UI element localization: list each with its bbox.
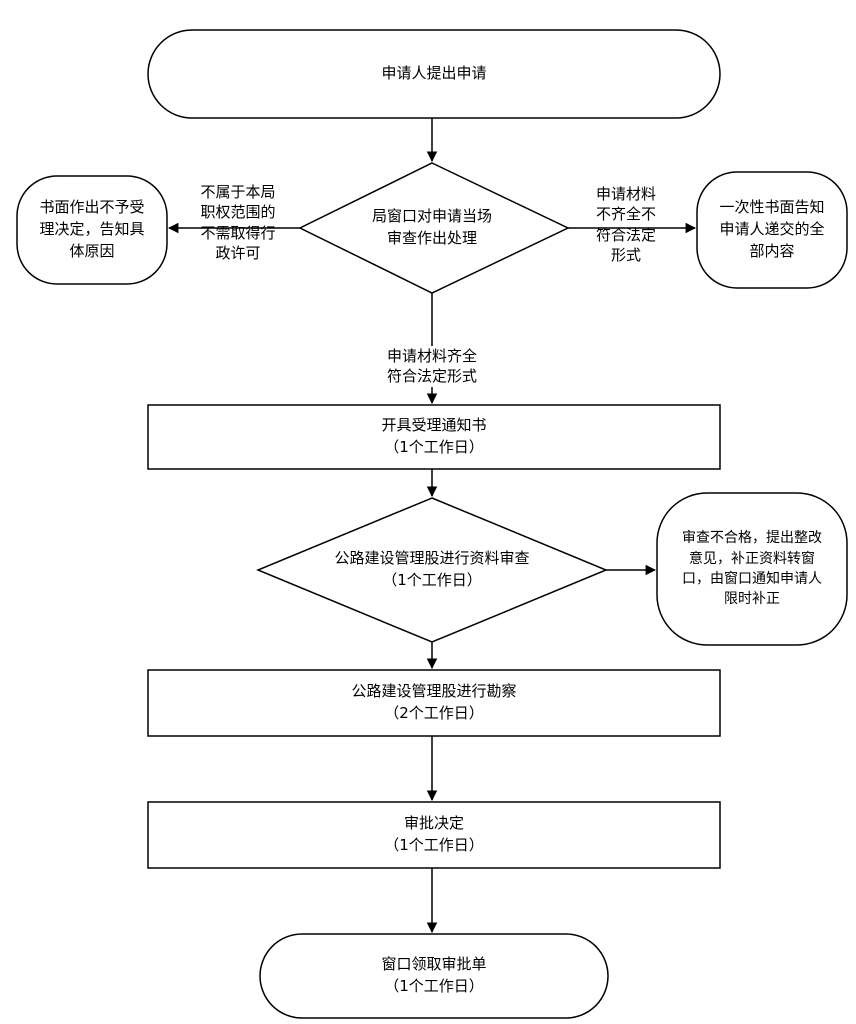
notify-line-3: 部内容 [749,241,795,260]
collect-line-2: （1个工作日） [384,977,484,995]
review-node-text: 局窗口对申请当场 审查作出处理 [330,195,534,261]
not-in-scope-line-3: 不需取得行 [200,223,276,242]
edge-label-not-in-scope: 不属于本局 职权范围的 不需取得行 政许可 [182,182,294,263]
notify-line-2: 申请人递交的全 [719,220,825,239]
survey-node-text: 公路建设管理股进行勘察 （2个工作日） [148,670,720,736]
complete-line-1: 申请材料齐全 [386,347,477,365]
reject-line-1: 书面作出不予受 [39,198,145,217]
incomplete-line-1: 申请材料 [595,185,656,203]
material-review-line-1: 公路建设管理股进行资料审查 [334,549,530,568]
survey-process-shape [147,669,721,737]
correction-terminal-shape [656,492,848,646]
accept-node-text: 开具受理通知书 （1个工作日） [148,405,720,469]
edge-label-incomplete: 申请材料 不齐全不 符合法定 形式 [580,184,672,265]
complete-line-2: 符合法定形式 [386,367,477,386]
notify-terminal-shape [696,171,848,289]
reject-line-3: 体原因 [69,241,115,260]
reject-terminal-shape [16,175,168,285]
not-in-scope-line-1: 不属于本局 [200,183,276,201]
notify-line-1: 一次性书面告知 [719,198,825,217]
reject-node-text: 书面作出不予受 理决定，告知具 体原因 [17,176,167,284]
incomplete-line-3: 符合法定 [595,225,656,244]
start-terminal-shape [147,29,721,119]
correction-line-1: 审查不合格，提出整改 [682,530,822,547]
edge-label-complete: 申请材料齐全 符合法定形式 [352,346,512,387]
correction-line-3: 口，由窗口通知申请人 [682,571,822,587]
approve-line-2: （1个工作日） [384,836,484,854]
survey-line-2: （2个工作日） [384,704,484,722]
collect-terminal-shape [259,933,609,1019]
reject-line-2: 理决定，告知具 [39,220,145,239]
correction-line-2: 意见，补正资料转窗 [689,550,815,567]
approve-line-1: 审批决定 [403,814,464,833]
incomplete-line-2: 不齐全不 [595,205,656,224]
collect-line-1: 窗口领取审批单 [381,955,487,974]
correction-line-4: 限时补正 [724,591,780,608]
not-in-scope-line-2: 职权范围的 [200,203,276,222]
start-node-text: 申请人提出申请 [148,30,720,118]
accept-line-2: （1个工作日） [384,438,484,456]
approve-node-text: 审批决定 （1个工作日） [148,802,720,868]
approve-process-shape [147,801,721,869]
collect-node-text: 窗口领取审批单 （1个工作日） [260,934,608,1018]
material-review-node-text: 公路建设管理股进行资料审查 （1个工作日） [300,540,564,600]
notify-node-text: 一次性书面告知 申请人递交的全 部内容 [697,172,847,288]
accept-line-1: 开具受理通知书 [381,416,487,435]
start-line-1: 申请人提出申请 [381,64,487,83]
material-review-line-2: （1个工作日） [382,571,482,589]
not-in-scope-line-4: 政许可 [215,243,261,262]
accept-process-shape [147,404,721,470]
correction-node-text: 审查不合格，提出整改 意见，补正资料转窗 口，由窗口通知申请人 限时补正 [657,493,847,645]
incomplete-line-4: 形式 [610,245,641,264]
review-line-2: 审查作出处理 [386,229,477,247]
review-line-1: 局窗口对申请当场 [371,207,492,226]
survey-line-1: 公路建设管理股进行勘察 [351,682,517,701]
